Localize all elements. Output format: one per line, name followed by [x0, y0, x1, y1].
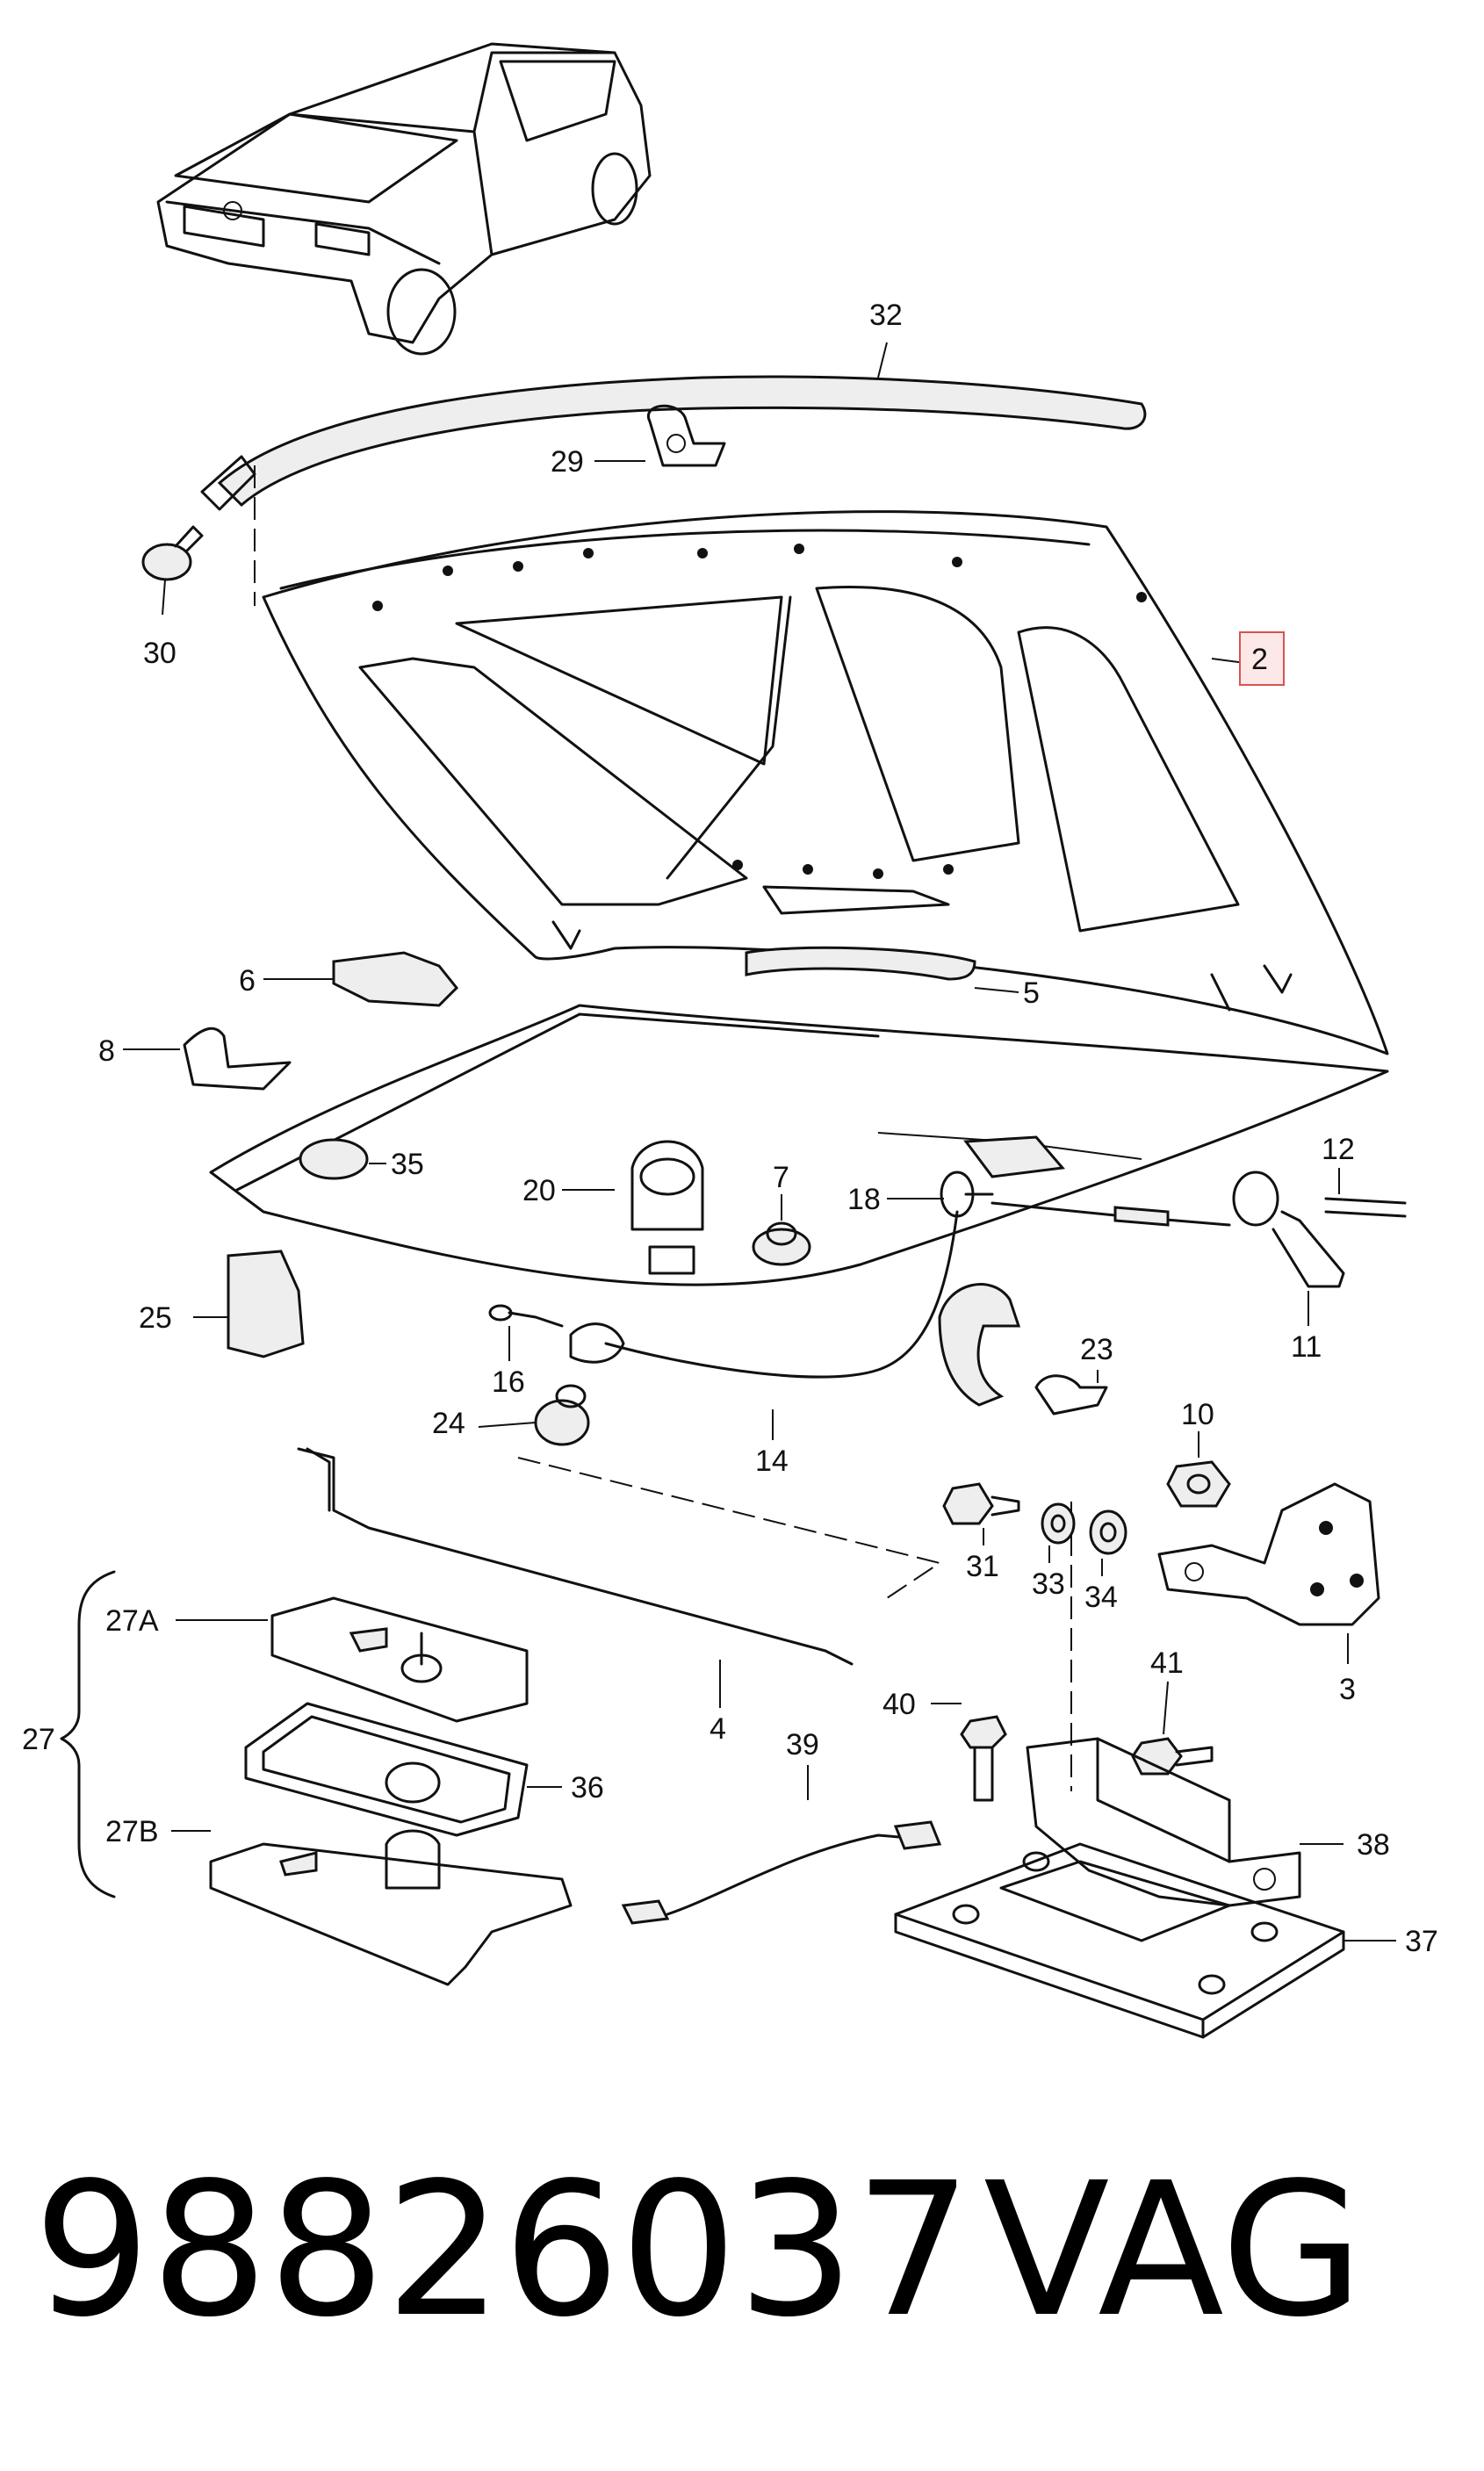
callout-41: 41	[1150, 1646, 1184, 1680]
callout-5: 5	[1023, 976, 1040, 1010]
part-3-hinge	[1157, 1482, 1380, 1626]
part-27b-lock-base	[209, 1829, 573, 1986]
part-25-catch	[227, 1250, 305, 1358]
part-20-clamp	[630, 1140, 704, 1275]
part-10-nut	[1166, 1460, 1231, 1508]
callout-35: 35	[391, 1148, 424, 1181]
part-6-bracket	[332, 951, 459, 1007]
callout-7: 7	[773, 1161, 789, 1194]
part-32-hood-seal	[200, 375, 1147, 511]
callout-32: 32	[869, 299, 903, 332]
callout-20: 20	[522, 1174, 556, 1207]
part-number: 98826037	[33, 2143, 972, 2358]
part-4-prop-rod	[297, 1447, 854, 1666]
part-39-switch-cable	[621, 1820, 942, 1925]
callout-labels: 32 29 30 2 6 5 8 35 20 7 18 12 11 23 25 …	[22, 299, 1438, 1958]
part-34-washer	[1089, 1509, 1127, 1555]
part-41-bolt	[1131, 1737, 1214, 1776]
part-16-cable-end	[488, 1304, 564, 1328]
exploded-parts-diagram: 32 29 30 2 6 5 8 35 20 7 18 12 11 23 25 …	[22, 42, 1438, 2039]
callout-40: 40	[882, 1688, 916, 1721]
callout-29: 29	[551, 445, 584, 479]
callout-12: 12	[1322, 1133, 1355, 1166]
hood-inner-frame	[209, 1004, 1389, 1286]
part-30-plug	[141, 525, 204, 581]
callout-39: 39	[786, 1728, 819, 1761]
callout-11: 11	[1291, 1330, 1322, 1364]
callout-33: 33	[1032, 1567, 1065, 1601]
part-2-hood-panel	[262, 510, 1389, 1055]
part-38-latch	[1026, 1737, 1301, 1907]
part-37-mount-plate	[894, 1842, 1345, 2039]
part-18-clip	[940, 1171, 994, 1218]
callout-27a: 27A	[105, 1604, 159, 1638]
callout-4: 4	[710, 1712, 726, 1746]
callout-31: 31	[966, 1550, 999, 1583]
part-23-cable-guide	[938, 1283, 1108, 1416]
callout-2-highlight-box	[1239, 631, 1285, 686]
callout-30: 30	[143, 637, 176, 670]
callout-36: 36	[571, 1771, 604, 1805]
leader-lines	[60, 342, 1396, 1942]
callout-2: 2	[1251, 643, 1268, 676]
callout-34: 34	[1084, 1581, 1118, 1614]
part-36-gasket	[244, 1702, 529, 1837]
callout-14: 14	[755, 1444, 789, 1478]
footer: 98826037 VAG	[0, 2143, 1484, 2406]
callout-27: 27	[22, 1723, 55, 1756]
part-8-clip	[183, 1027, 292, 1091]
part-27a-lock-plate	[270, 1596, 529, 1723]
callout-18: 18	[847, 1183, 881, 1216]
callout-24: 24	[432, 1407, 465, 1440]
part-12-pin	[1324, 1197, 1407, 1218]
callout-38: 38	[1357, 1828, 1390, 1862]
callout-6: 6	[239, 964, 256, 998]
callout-10: 10	[1181, 1398, 1214, 1431]
callout-23: 23	[1080, 1333, 1113, 1366]
brand-name: VAG	[983, 2143, 1364, 2358]
car-thumbnail	[156, 42, 652, 356]
callout-27b: 27B	[105, 1815, 159, 1848]
part-24-grommet	[534, 1384, 590, 1446]
part-29-bracket	[646, 404, 726, 467]
part-14-release-cable	[569, 1201, 1231, 1379]
part-40-bolt	[960, 1715, 1007, 1802]
callout-3: 3	[1339, 1673, 1356, 1706]
part-11-lever	[1232, 1171, 1345, 1288]
part-31-bolt	[942, 1482, 1020, 1525]
callout-25: 25	[139, 1301, 172, 1335]
part-7-grommet	[752, 1221, 811, 1266]
callout-37: 37	[1405, 1925, 1438, 1958]
part-33-washer	[1041, 1502, 1076, 1545]
callout-16: 16	[492, 1365, 525, 1399]
callout-8: 8	[98, 1034, 115, 1068]
